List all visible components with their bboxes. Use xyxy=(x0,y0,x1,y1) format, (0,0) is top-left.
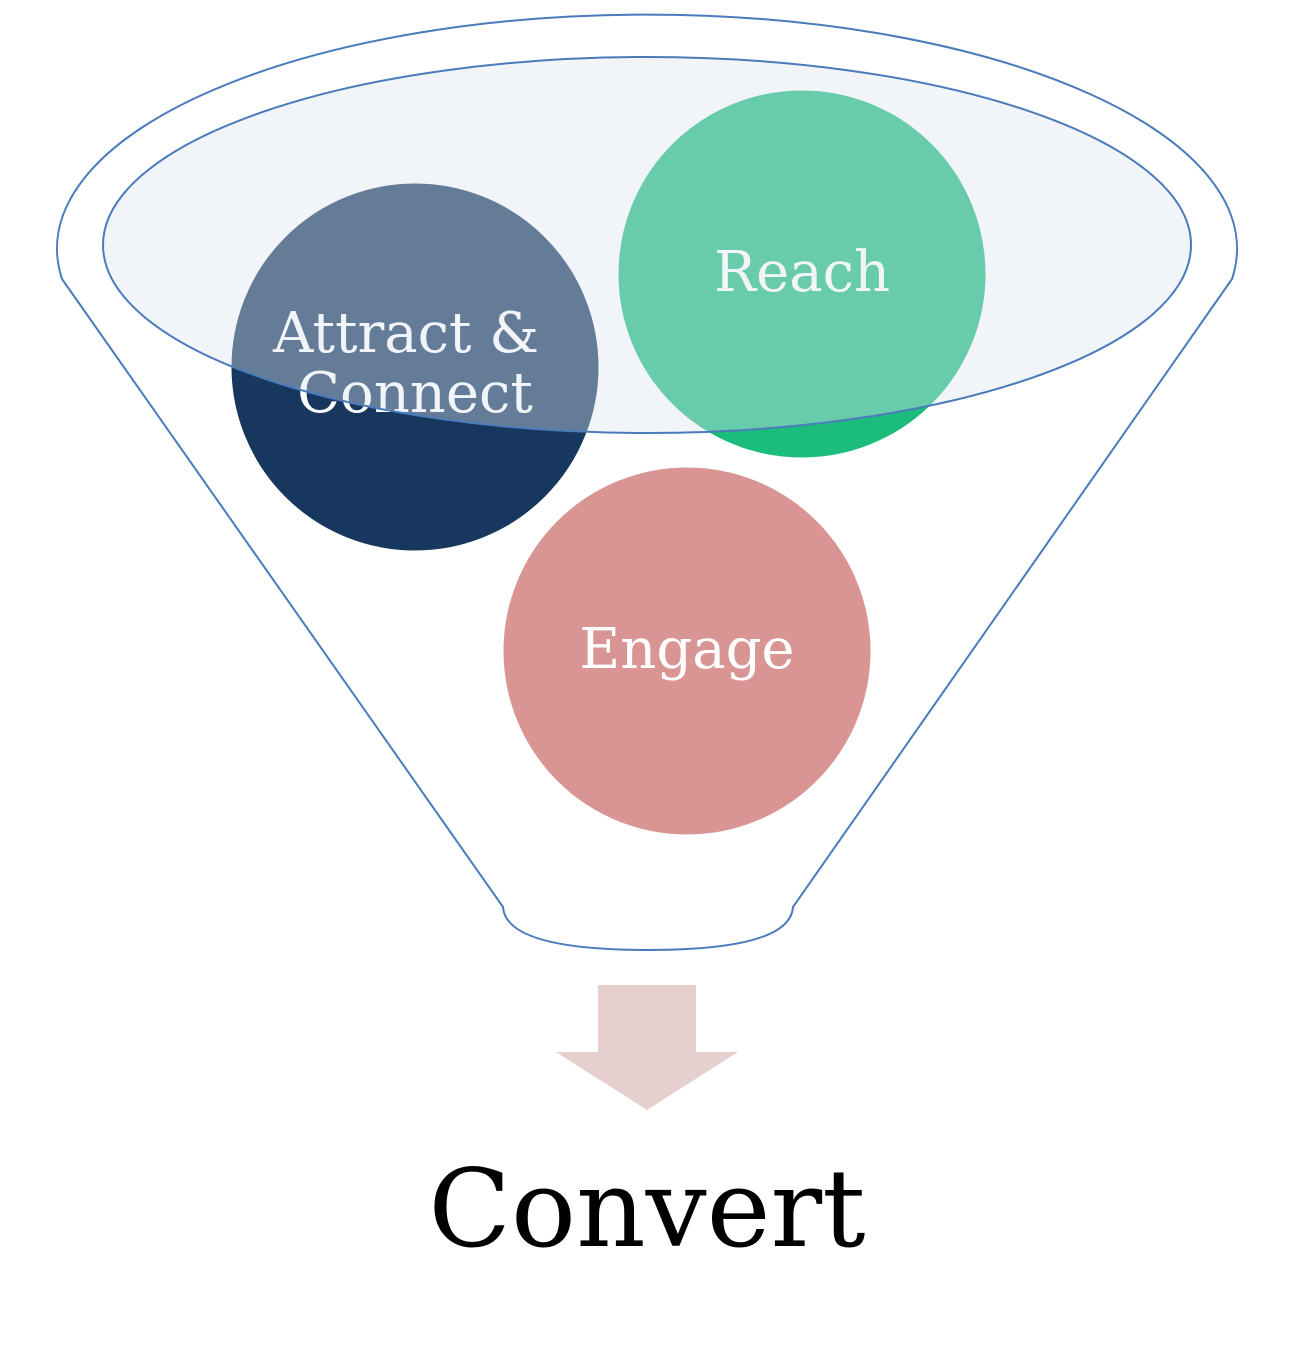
result-label: Convert xyxy=(428,1147,865,1272)
stage-reach: Reach xyxy=(611,83,993,465)
stage-label-attract-line-1: Attract & xyxy=(272,301,539,366)
funnel-rim xyxy=(102,56,1192,434)
down-arrow-icon xyxy=(556,985,738,1110)
stage-circle-reach xyxy=(611,83,993,465)
stage-engage: Engage xyxy=(496,460,878,842)
stage-circle-attract-connect xyxy=(224,176,606,558)
svg-text:Reach: Reach xyxy=(714,240,890,305)
stage-attract-connect: Attract & Connect xyxy=(224,176,606,558)
stage-label-reach: Reach xyxy=(714,240,890,305)
stage-circle-engage xyxy=(496,460,878,842)
stage-label-engage: Engage xyxy=(579,617,794,682)
svg-text:Engage: Engage xyxy=(579,617,794,682)
